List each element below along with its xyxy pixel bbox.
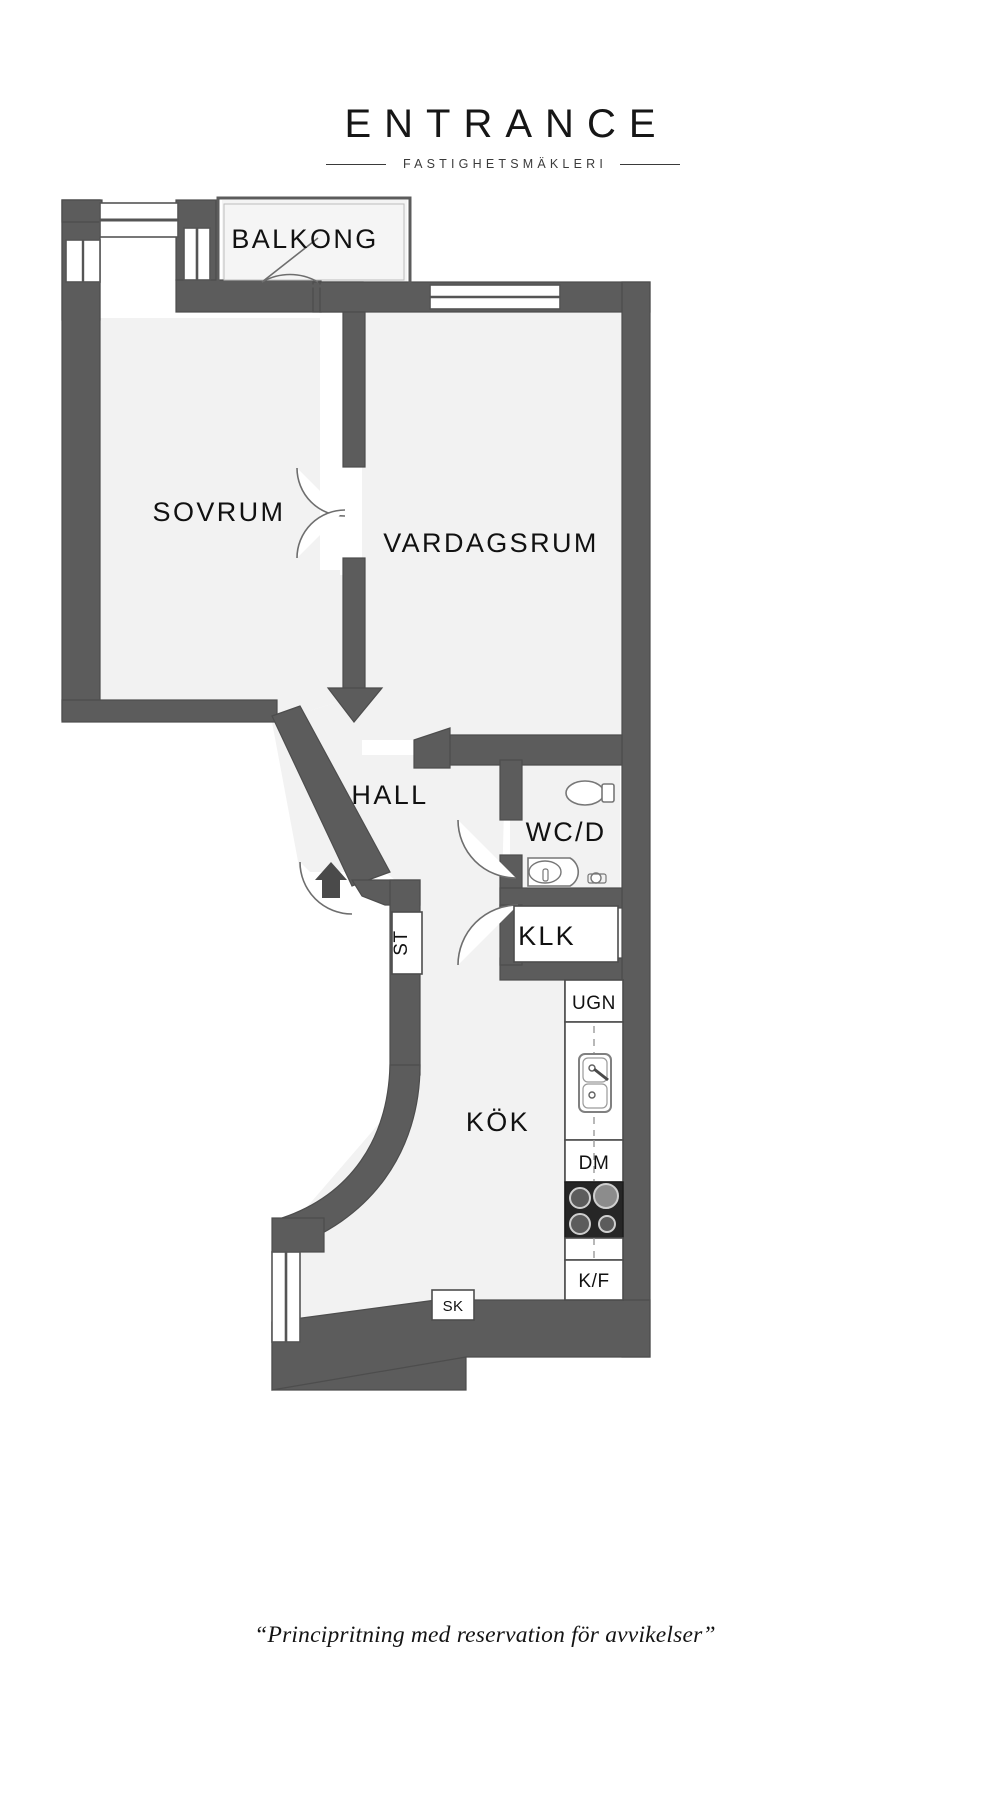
tag-label-dm: DM <box>579 1153 610 1174</box>
room-label-kok: KÖK <box>466 1107 530 1137</box>
tag-label-st: ST <box>391 930 412 955</box>
room-label-vardagsrum: VARDAGSRUM <box>383 528 599 558</box>
wall-hall-wc <box>499 759 523 821</box>
room-label-klk: KLK <box>518 921 576 951</box>
floor-vardagsrum <box>362 310 624 740</box>
floor-hall <box>272 575 505 975</box>
walls <box>61 199 651 1391</box>
wall-left-sovrum <box>61 199 101 721</box>
wall-partition-vertical <box>342 311 366 468</box>
brand-subtitle-row: FASTIGHETSMÄKLERI <box>0 157 1000 171</box>
wall-st-vertical <box>389 879 421 1076</box>
room-labels: BALKONG SOVRUM VARDAGSRUM HALL WC/D KLK … <box>153 224 607 1137</box>
wc-fixture-box <box>587 873 607 884</box>
floor-kok <box>280 975 565 1360</box>
wall-sovrum-bottom <box>61 699 278 723</box>
brand-rule-right <box>620 163 681 165</box>
wc-fixtures <box>527 780 615 887</box>
brand-name: ENTRANCE <box>344 102 669 146</box>
floor-sovrum-main <box>95 318 345 722</box>
brand-logo: ENTRANCE FASTIGHETSMÄKLERI <box>0 104 1000 171</box>
disclaimer-caption: “Principritning med reservation för avvi… <box>0 1622 1000 1649</box>
sink-faucet <box>542 868 549 882</box>
disclaimer-text: “Principritning med reservation för avvi… <box>254 1622 716 1648</box>
kitchen-units <box>391 905 624 1321</box>
tag-label-kf: K/F <box>578 1271 609 1292</box>
kitchen-cell-dm <box>564 1139 624 1183</box>
tag-labels: ST UGN DM K/F SK <box>391 930 616 1315</box>
stove-burner-tr <box>593 1183 619 1209</box>
kitchen-sink-drain-bottom <box>588 1091 596 1099</box>
storage-cell-st <box>391 911 423 975</box>
stove-burner-br <box>598 1215 616 1233</box>
klk-box <box>513 905 619 963</box>
toilet-bowl <box>565 780 605 806</box>
floor-fills <box>75 200 624 1360</box>
room-label-wcd: WC/D <box>526 817 607 847</box>
wall-top-seg-a <box>61 199 103 223</box>
room-label-balkong: BALKONG <box>231 224 378 254</box>
door-swing-sovrum-b <box>296 509 346 559</box>
room-label-sovrum: SOVRUM <box>153 497 286 527</box>
wall-kok-bottom-left <box>271 1217 325 1253</box>
stove-burner-tl <box>569 1187 591 1209</box>
brand-rule-left <box>325 163 386 165</box>
wall-partition-arrow <box>326 687 384 723</box>
room-label-hall: HALL <box>351 780 428 810</box>
tag-label-sk: SK <box>443 1298 464 1315</box>
wall-right-exterior <box>621 281 651 1358</box>
kitchen-sink-faucet <box>593 1067 609 1082</box>
toilet-tank <box>601 783 615 803</box>
brand-subtitle: FASTIGHETSMÄKLERI <box>402 157 608 171</box>
door-swing-klk <box>457 904 519 966</box>
door-swings <box>261 237 519 966</box>
wall-hall-beam-arrow <box>413 727 451 769</box>
wall-hall-diagonal-upper <box>271 705 391 887</box>
entrance-arrow <box>315 862 347 898</box>
stove-burner-bl <box>569 1213 591 1235</box>
door-swing-balcony <box>261 273 319 283</box>
tag-label-ugn: UGN <box>572 993 616 1014</box>
kitchen-cell-kf <box>564 1259 624 1301</box>
kitchen-cell-sk <box>431 1289 475 1321</box>
kitchen-cell-ugn <box>564 979 624 1023</box>
windows <box>65 202 561 1343</box>
wall-partition-vertical-b <box>342 557 366 694</box>
door-swing-wc <box>457 819 517 879</box>
